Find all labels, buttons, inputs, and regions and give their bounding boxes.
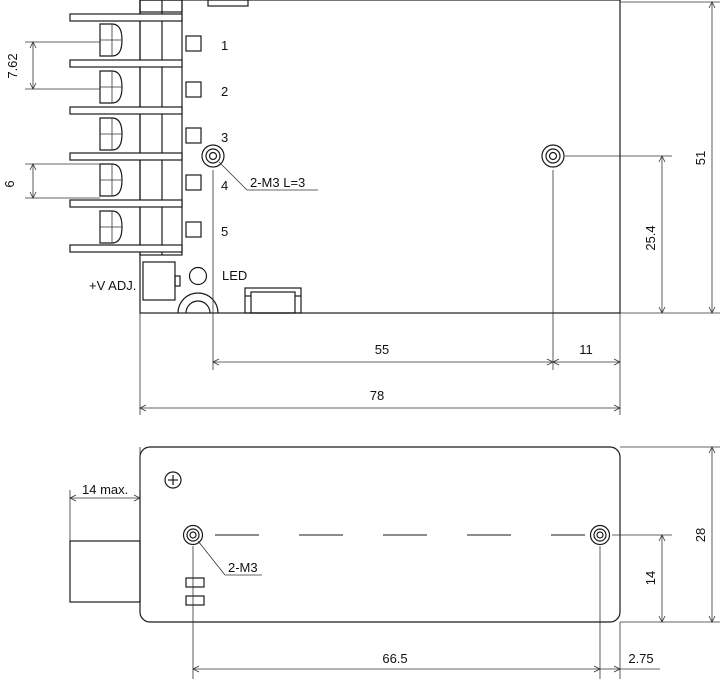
slot-lower bbox=[185, 595, 205, 606]
side-body-outline bbox=[139, 446, 621, 623]
top-view: 1 2 3 4 5 2-M3 L=3 +V ADJ. LED bbox=[2, 0, 720, 415]
top-body-outline bbox=[139, 0, 621, 314]
dim-hole-y-label: 25.4 bbox=[643, 225, 658, 250]
mounting-hole-left bbox=[201, 144, 225, 168]
terminal-screw-1 bbox=[99, 23, 123, 57]
mounting-hole-right bbox=[541, 144, 565, 168]
terminal-label-5: 5 bbox=[221, 224, 228, 239]
dim-pitch-label: 7.62 bbox=[5, 53, 20, 78]
terminal-screw-5 bbox=[99, 210, 123, 244]
terminal-screws bbox=[99, 23, 123, 244]
dim-length-label: 78 bbox=[370, 388, 384, 403]
dim-max-protrusion: 14 max. bbox=[69, 482, 141, 502]
top-hole-callout: 2-M3 L=3 bbox=[250, 175, 305, 190]
terminal-ridges bbox=[69, 13, 183, 253]
side-view: 14 max. 2-M3 bbox=[69, 446, 720, 679]
led-indicator bbox=[188, 266, 208, 286]
terminal-marker-2 bbox=[185, 81, 202, 98]
terminal-protrusion bbox=[69, 540, 141, 603]
vadj-potentiometer bbox=[142, 261, 176, 301]
side-hole-right bbox=[589, 524, 611, 546]
dim-side-hole-edge-x-label: 2.75 bbox=[628, 651, 653, 666]
terminal-screw-3 bbox=[99, 117, 123, 151]
bottom-semicircle bbox=[185, 300, 211, 314]
led-label: LED bbox=[222, 268, 247, 283]
terminal-screw-2 bbox=[99, 70, 123, 104]
terminal-marker-1 bbox=[185, 35, 202, 52]
dim-side-holes-x-label: 66.5 bbox=[382, 651, 407, 666]
dim-pitch: 7.62 bbox=[5, 41, 100, 90]
terminal-label-2: 2 bbox=[221, 84, 228, 99]
slot-upper bbox=[185, 577, 205, 588]
dim-terminal-width-label: 6 bbox=[2, 180, 17, 187]
dim-hole-edge-x: 11 bbox=[552, 342, 621, 366]
side-hole-left bbox=[182, 524, 204, 546]
terminal-marker-5 bbox=[185, 221, 202, 238]
vadj-label: +V ADJ. bbox=[89, 278, 136, 293]
dim-side-hole-y-label: 14 bbox=[643, 571, 658, 585]
terminal-screw-4 bbox=[99, 163, 123, 197]
terminal-label-3: 3 bbox=[221, 130, 228, 145]
dim-thickness-label: 28 bbox=[693, 528, 708, 542]
dim-length: 78 bbox=[139, 388, 621, 412]
terminal-block bbox=[139, 0, 183, 256]
dim-side-hole-y: 14 bbox=[643, 534, 666, 623]
dim-height: 51 bbox=[693, 1, 716, 314]
dim-terminal-width: 6 bbox=[2, 163, 100, 199]
terminal-label-1: 1 bbox=[221, 38, 228, 53]
dim-height-label: 51 bbox=[693, 151, 708, 165]
dim-max-protrusion-label: 14 max. bbox=[82, 482, 128, 497]
terminal-marker-3 bbox=[185, 127, 202, 144]
dim-side-hole-edge-x: 2.75 bbox=[600, 651, 660, 673]
bottom-connector bbox=[244, 287, 302, 314]
terminal-label-4: 4 bbox=[221, 178, 228, 193]
terminal-marker-4 bbox=[185, 174, 202, 191]
dim-thickness: 28 bbox=[693, 446, 716, 623]
dim-side-holes-x: 66.5 bbox=[192, 651, 601, 673]
ground-screw-icon bbox=[164, 471, 182, 489]
dim-hole-edge-x-label: 11 bbox=[579, 342, 593, 357]
dim-holes-x-label: 55 bbox=[375, 342, 389, 357]
dim-holes-x: 55 bbox=[212, 342, 554, 366]
dim-hole-y: 25.4 bbox=[643, 155, 666, 314]
top-notch bbox=[207, 0, 249, 7]
side-hole-callout: 2-M3 bbox=[228, 560, 258, 575]
